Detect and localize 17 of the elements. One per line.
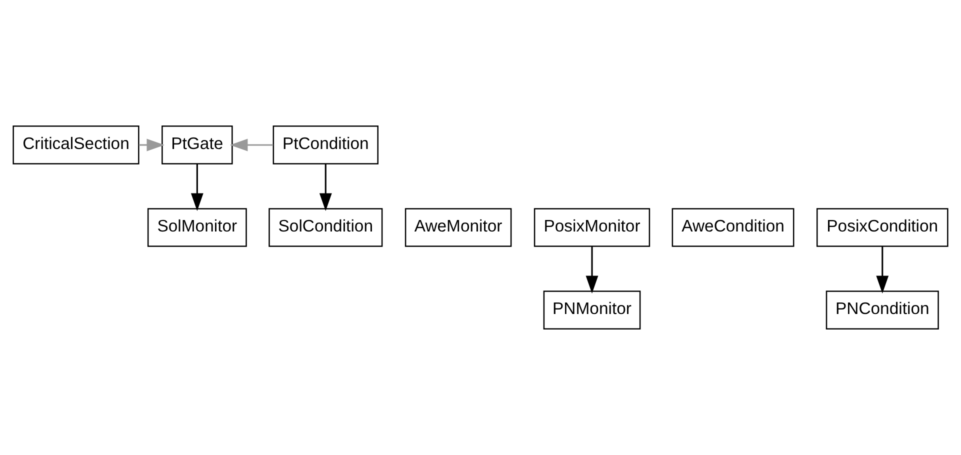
arrow (586, 246, 598, 294)
node-box: PtCondition (272, 126, 378, 164)
arrow (190, 164, 204, 212)
node-box: AweMonitor (404, 208, 512, 247)
arrow (319, 164, 332, 212)
arrow (230, 138, 274, 152)
arrow (138, 138, 164, 152)
node-box: PNCondition (826, 290, 939, 330)
node-box: PtGate (162, 126, 233, 164)
node-box: PosixCondition (816, 208, 948, 247)
node-box: SolCondition (268, 208, 383, 247)
node-box: PNMonitor (543, 290, 641, 330)
node-box: AweCondition (672, 208, 794, 247)
arrow (876, 246, 889, 294)
node-box: PosixMonitor (534, 208, 650, 247)
node-box: CriticalSection (12, 126, 140, 164)
node-box: SolMonitor (147, 208, 247, 247)
